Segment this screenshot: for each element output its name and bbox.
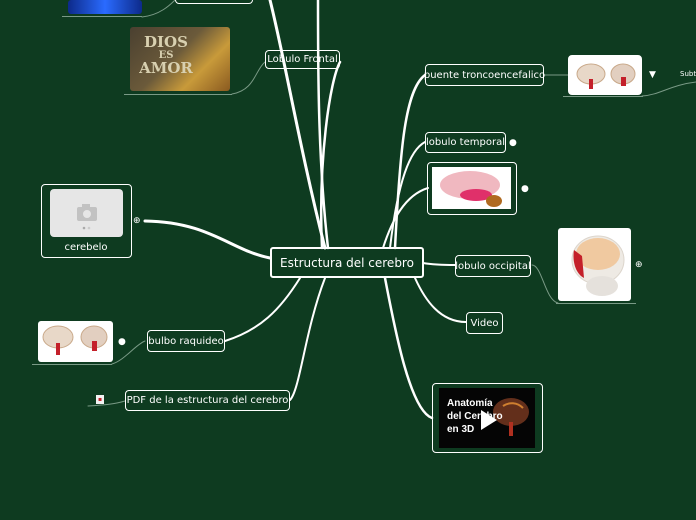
node-label: PDF de la estructura del cerebro <box>126 395 289 406</box>
node-cerebelo[interactable]: cerebelo <box>41 184 132 258</box>
node-label: lobulo occipital <box>455 260 531 272</box>
brain-blue-image[interactable] <box>68 0 142 14</box>
temporal-brain-illustration <box>440 171 502 207</box>
sign-word-2: ES <box>158 50 174 61</box>
video-title-line: del Cerebro <box>447 411 503 422</box>
node-label: lobulo temporal <box>426 137 505 148</box>
node-label: Lobulo Frontal <box>267 54 338 65</box>
node-label: bulbo raquideo <box>148 335 224 347</box>
underline <box>32 364 112 365</box>
sign-word-1: DIOS <box>144 33 188 51</box>
underline <box>563 96 643 97</box>
underline <box>556 303 636 304</box>
play-icon <box>481 410 497 430</box>
filter-icon[interactable]: ▼ <box>649 70 656 80</box>
sign-word-3: AMOR <box>139 59 193 77</box>
top-cut-node[interactable] <box>175 0 253 4</box>
node-lobulo-temporal[interactable]: lobulo temporal <box>425 132 506 153</box>
camera-icon <box>77 204 97 230</box>
video-thumbnail[interactable]: Anatomía del Cerebro en 3D <box>432 383 543 453</box>
attachment-icon[interactable]: ● <box>521 184 529 194</box>
attachment-icon[interactable]: ● <box>118 337 126 347</box>
node-lobulo-occipital[interactable]: lobulo occipital <box>455 255 531 277</box>
brain-pair-image-top[interactable] <box>568 55 642 95</box>
node-video[interactable]: Video <box>466 312 503 334</box>
brain-pair-illustration <box>576 63 636 89</box>
central-label: Estructura del cerebro <box>280 255 414 270</box>
attachment-icon[interactable]: ● <box>509 138 517 148</box>
central-topic[interactable]: Estructura del cerebro <box>270 247 424 278</box>
underline <box>62 16 142 17</box>
node-pdf-estructura[interactable]: PDF de la estructura del cerebro <box>125 390 290 411</box>
skull-illustration <box>571 235 625 296</box>
occipital-skull-image[interactable] <box>558 228 631 301</box>
brain-pair-illustration <box>42 325 108 355</box>
globe-icon[interactable]: ⊕ <box>635 260 643 270</box>
node-label: puente troncoencefalico <box>423 69 546 81</box>
subtopic-label[interactable]: Subt <box>680 70 696 78</box>
brain-3d-illustration <box>481 398 529 436</box>
video-title-line: Anatomía <box>447 398 493 409</box>
brain-pair-image-bottom[interactable] <box>38 321 113 362</box>
video-title-line: en 3D <box>447 424 475 435</box>
node-puente-troncoencefalico[interactable]: puente troncoencefalico <box>423 64 546 86</box>
underline <box>124 94 232 95</box>
node-lobulo-frontal[interactable]: Lobulo Frontal <box>265 50 340 69</box>
globe-icon[interactable]: ⊕ <box>133 216 141 226</box>
temporal-brain-image[interactable] <box>427 162 517 215</box>
node-bulbo-raquideo[interactable]: bulbo raquideo <box>147 330 225 352</box>
node-label: Video <box>470 317 499 329</box>
pdf-icon[interactable]: ▪ <box>96 395 104 404</box>
dios-es-amor-image[interactable]: DIOS ES AMOR <box>130 27 230 91</box>
node-label: cerebelo <box>64 242 108 253</box>
